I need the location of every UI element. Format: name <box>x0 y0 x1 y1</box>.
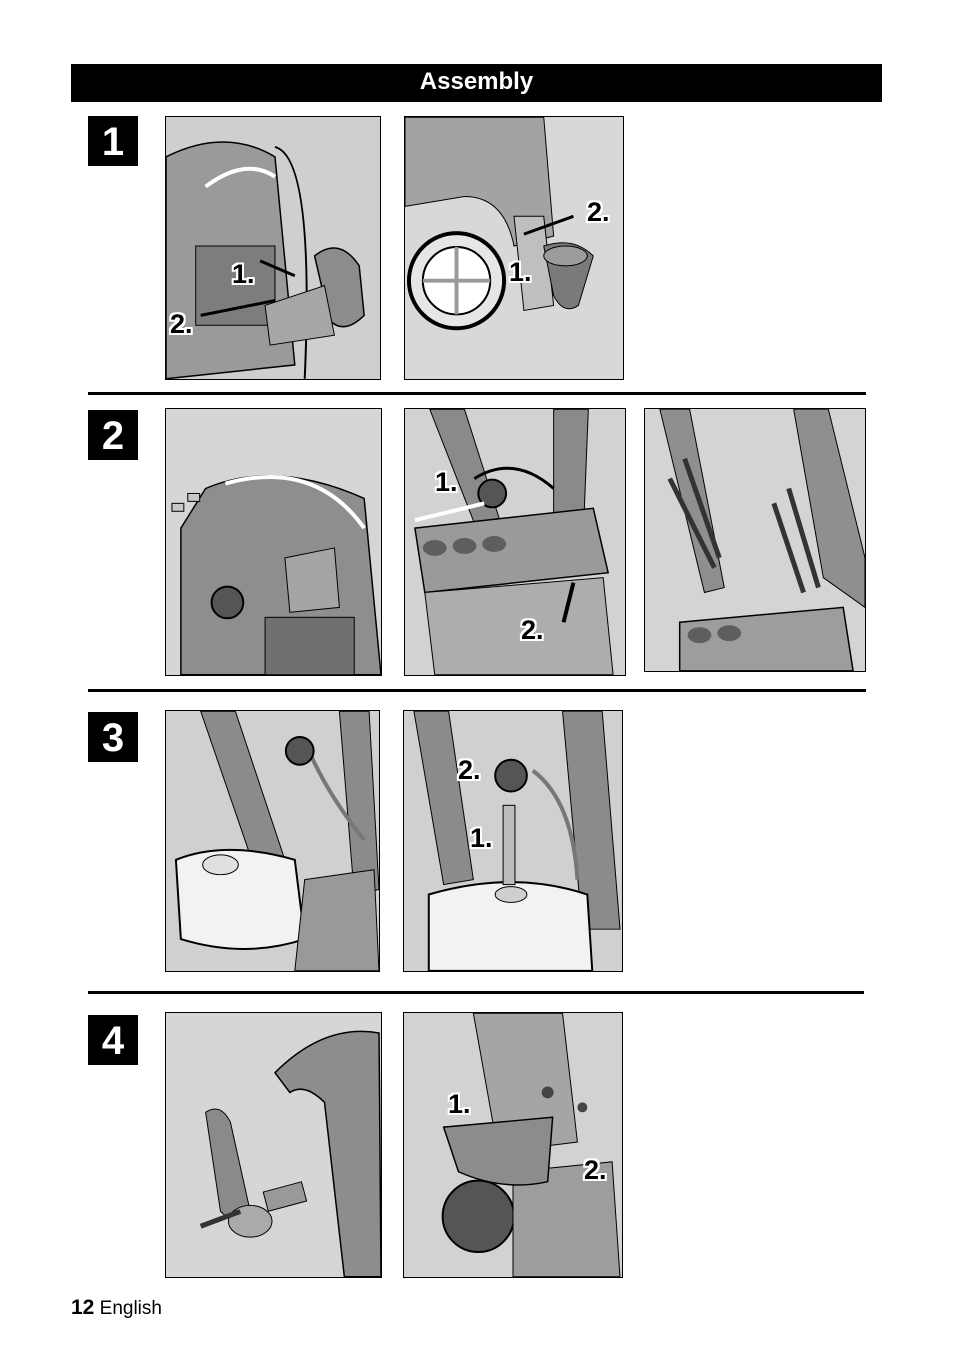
frame-hose-drawing <box>405 409 625 675</box>
wheel-bracket-drawing <box>405 117 623 379</box>
callout-1: 1. <box>509 257 532 288</box>
step-number-3: 3 <box>88 712 138 762</box>
callout-2: 2. <box>584 1155 607 1186</box>
hose-connection-drawing <box>404 711 622 971</box>
step-number-2: 2 <box>88 410 138 460</box>
step-divider <box>88 689 866 692</box>
step-divider <box>88 991 864 994</box>
step2-illustration-c <box>644 408 866 672</box>
page-number: 12 <box>71 1296 94 1319</box>
hose-hook-screw-drawing <box>166 1013 381 1277</box>
callout-1: 1. <box>470 823 493 854</box>
callout-1: 1. <box>232 259 255 290</box>
step4-illustration-a <box>165 1012 382 1278</box>
step4-illustration-b: 1. 2. <box>403 1012 623 1278</box>
callout-1: 1. <box>448 1089 471 1120</box>
base-top-drawing <box>166 409 381 675</box>
detergent-tank-drawing <box>166 711 379 971</box>
step3-illustration-b: 2. 1. <box>403 710 623 972</box>
step1-illustration-b: 2. 1. <box>404 116 624 380</box>
callout-2: 2. <box>170 309 193 340</box>
section-title: Assembly <box>71 64 882 102</box>
callout-2: 2. <box>587 197 610 228</box>
step-number-4: 4 <box>88 1015 138 1065</box>
step2-illustration-b: 1. 2. <box>404 408 626 676</box>
step1-illustration-a: 1. 2. <box>165 116 381 380</box>
screw-insertion-drawing <box>645 409 865 671</box>
language-label: English <box>100 1298 162 1319</box>
callout-2: 2. <box>521 615 544 646</box>
callout-2: 2. <box>458 755 481 786</box>
step2-illustration-a <box>165 408 382 676</box>
callout-1: 1. <box>435 467 458 498</box>
gun-holder-drawing <box>404 1013 622 1277</box>
step-divider <box>88 392 866 395</box>
page-footer: 12 English <box>71 1296 162 1320</box>
step-number-1: 1 <box>88 116 138 166</box>
handle-mount-drawing <box>166 117 380 379</box>
step3-illustration-a <box>165 710 380 972</box>
